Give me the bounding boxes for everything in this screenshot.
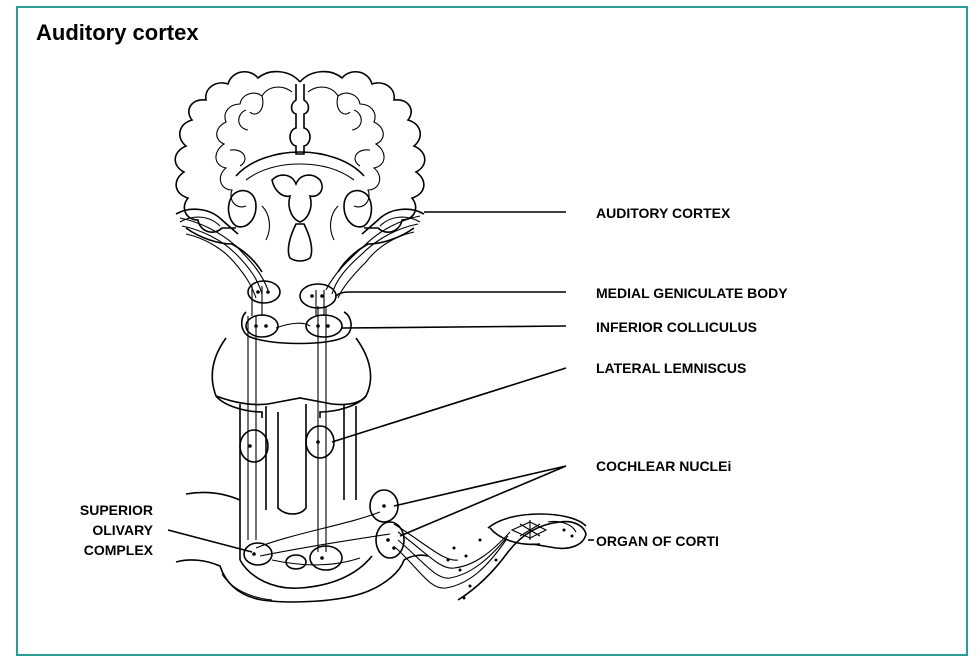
- label-auditory-cortex: AUDITORY CORTEX: [596, 205, 731, 221]
- leader-cochlear-nuclei-1: [394, 466, 566, 506]
- leader-lateral-lemniscus: [332, 368, 566, 442]
- label-inferior-colliculus: INFERIOR COLLICULUS: [596, 319, 757, 335]
- label-superior-olivary-3: COMPLEX: [84, 542, 154, 558]
- leader-lines: [168, 212, 594, 552]
- pons: [212, 338, 370, 418]
- leader-medial-geniculate: [336, 292, 566, 296]
- medulla: [176, 490, 428, 602]
- label-medial-geniculate-body: MEDIAL GENICULATE BODY: [596, 285, 788, 301]
- label-cochlear-nuclei: COCHLEAR NUCLEi: [596, 458, 731, 474]
- leader-inferior-colliculus: [342, 326, 566, 328]
- label-superior-olivary-2: OLIVARY: [92, 522, 153, 538]
- label-organ-of-corti: ORGAN OF CORTI: [596, 533, 719, 549]
- leader-cochlear-nuclei-2: [400, 466, 566, 536]
- inferior-colliculus-region: [242, 312, 351, 344]
- auditory-radiation-tracts: [180, 216, 420, 298]
- label-lateral-lemniscus: LATERAL LEMNISCUS: [596, 360, 746, 376]
- lateral-lemniscus-nuclei: [240, 426, 334, 462]
- label-superior-olivary-1: SUPERIOR: [80, 502, 153, 518]
- medial-geniculate-bodies: [248, 281, 336, 308]
